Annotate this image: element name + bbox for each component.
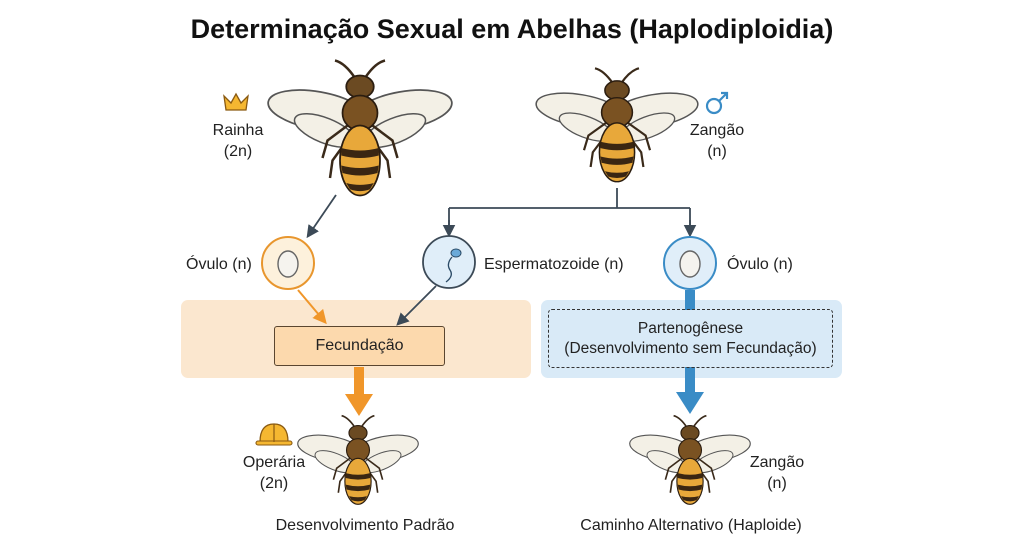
sperm-circle [422, 235, 476, 289]
caption-right: Caminho Alternativo (Haploide) [580, 517, 802, 534]
sperm-icon [445, 248, 462, 283]
fecundation-box: Fecundação [274, 326, 445, 366]
worker-name: Operária [242, 454, 306, 471]
ovule-left-label: Óvulo (n) [186, 256, 252, 273]
ovule-right-circle [663, 236, 717, 290]
drone-top-name: Zangão [689, 122, 745, 139]
queen-label: Rainha (2n) [206, 120, 270, 162]
worker-label: Operária (2n) [236, 452, 312, 494]
sperm-to-fecundation-arrow [396, 285, 437, 326]
drone-split-connector [448, 188, 691, 233]
queen-to-ovule-arrow [306, 194, 337, 239]
queen-name: Rainha [212, 122, 264, 139]
sperm-label: Espermatozoide (n) [484, 256, 624, 273]
queen-bee-illustration [263, 59, 457, 197]
parthenogenesis-subtitle: (Desenvolvimento sem Fecundação) [564, 339, 817, 357]
caption-left: Desenvolvimento Padrão [275, 517, 455, 534]
male-symbol-icon [705, 91, 729, 115]
worker-ploidy: (2n) [259, 475, 289, 492]
parthenogenesis-result-arrow [676, 290, 704, 414]
queen-ploidy: (2n) [223, 143, 253, 160]
diagram-title: Determinação Sexual em Abelhas (Haplodip… [190, 14, 834, 44]
fecundation-label: Fecundação [315, 337, 404, 354]
ovule-left-circle [261, 236, 315, 290]
drone-bottom-label: Zangão (n) [742, 452, 812, 494]
ovule-right-label: Óvulo (n) [727, 256, 793, 273]
crown-icon [223, 92, 249, 111]
drone-bee-illustration [532, 67, 702, 183]
drone-bottom-ploidy: (n) [767, 475, 787, 492]
egg-icon [277, 250, 299, 278]
worker-bee-illustration [294, 414, 422, 506]
egg-icon [679, 250, 701, 278]
parthenogenesis-panel [541, 300, 842, 378]
ovule-to-fecundation-arrow [297, 289, 327, 325]
parthenogenesis-title: Partenogênese [637, 319, 744, 337]
hard-hat-icon [255, 423, 293, 446]
fecundation-result-arrow [345, 367, 373, 416]
parthenogenesis-box: Partenogênese (Desenvolvimento sem Fecun… [548, 309, 833, 368]
drone-result-bee-illustration [626, 414, 754, 506]
drone-bottom-name: Zangão [749, 454, 805, 471]
drone-top-ploidy: (n) [707, 143, 727, 160]
drone-top-label: Zangão (n) [682, 120, 752, 162]
